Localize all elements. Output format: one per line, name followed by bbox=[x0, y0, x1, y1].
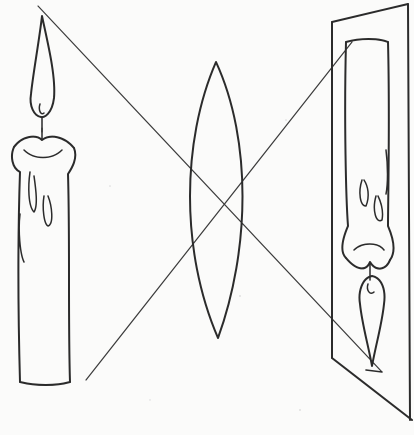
scan-speckle bbox=[109, 119, 301, 411]
screen bbox=[332, 4, 412, 420]
image-candle-rim-drip bbox=[354, 244, 384, 250]
candle-base bbox=[20, 382, 70, 385]
screen-bottom-edge bbox=[332, 358, 412, 420]
inverted-candle-image bbox=[342, 39, 393, 372]
image-drip-3 bbox=[386, 150, 388, 194]
image-drip-1 bbox=[360, 180, 368, 206]
candle-drip-3 bbox=[19, 214, 24, 262]
lens-outline bbox=[190, 62, 243, 338]
convex-lens bbox=[190, 62, 243, 338]
candle-flame-core bbox=[39, 104, 44, 114]
image-drip-2 bbox=[374, 196, 382, 221]
screen-right-edge bbox=[408, 4, 410, 420]
candle-drip-2 bbox=[43, 196, 52, 226]
candle-drip-1 bbox=[29, 172, 37, 212]
image-candle-left bbox=[342, 42, 348, 258]
candle-body-left bbox=[12, 147, 20, 382]
candle-top bbox=[14, 137, 74, 148]
image-candle-right bbox=[388, 42, 394, 260]
ray-bottom-to-top bbox=[86, 42, 352, 380]
candle-rim-drip bbox=[24, 150, 62, 158]
image-candle-rim bbox=[346, 258, 390, 269]
candle-flame bbox=[31, 16, 55, 117]
image-flame-core bbox=[367, 284, 374, 293]
candle-body-right bbox=[68, 148, 75, 382]
screen-front-edge bbox=[332, 4, 408, 22]
light-rays bbox=[38, 6, 382, 380]
candle bbox=[12, 16, 75, 385]
